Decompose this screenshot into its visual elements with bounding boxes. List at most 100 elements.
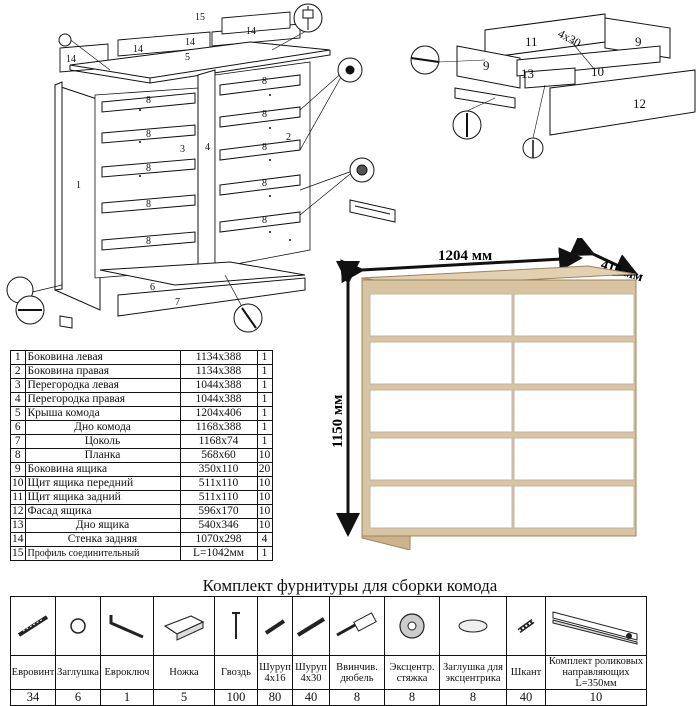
label-8: 8 xyxy=(146,95,151,106)
parts-cell-qty: 10 xyxy=(256,476,273,491)
kit-item-qty: 1 xyxy=(100,689,154,706)
parts-cell-name: Перегородка левая xyxy=(24,378,181,393)
nail-icon xyxy=(214,596,258,656)
kit-item-label: Ввинчив. дюбель xyxy=(329,655,385,690)
parts-cell-n: 13 xyxy=(10,518,26,533)
kit-item-qty: 34 xyxy=(10,689,56,706)
parts-cell-name: Стенка задняя xyxy=(24,532,181,547)
dowel-icon xyxy=(506,596,546,656)
parts-cell-qty: 10 xyxy=(256,490,273,505)
foot-icon xyxy=(153,596,215,656)
parts-cell-n: 15 xyxy=(10,546,26,561)
kit-item-label: Шуруп 4x16 xyxy=(257,655,293,690)
parts-cell-name: Боковина ящика xyxy=(24,462,181,477)
parts-cell-dim: 540x346 xyxy=(179,518,258,533)
parts-cell-qty: 10 xyxy=(256,504,273,519)
kit-item-label: Заглушка для эксцентрика xyxy=(439,655,507,690)
parts-cell-name: Дно ящика xyxy=(24,518,181,533)
label-14c: 14 xyxy=(185,37,195,48)
dowel-screw-icon xyxy=(329,596,385,656)
parts-cell-dim: 511x110 xyxy=(179,490,258,505)
parts-cell-qty: 1 xyxy=(256,364,273,379)
screw-icon xyxy=(10,596,56,656)
height-dimension: 1150 мм xyxy=(330,395,346,448)
partition-right xyxy=(197,69,216,273)
kit-item-label: Эксцентр. стяжка xyxy=(384,655,440,690)
parts-cell-name: Планка xyxy=(24,448,181,463)
parts-cell-qty: 10 xyxy=(256,448,273,463)
cam-lock-icon xyxy=(384,596,440,656)
parts-cell-n: 2 xyxy=(10,364,26,379)
label-8: 8 xyxy=(262,76,267,87)
label-1: 1 xyxy=(76,180,81,191)
parts-cell-qty: 1 xyxy=(256,350,273,365)
parts-cell-name: Крыша комода xyxy=(24,406,181,421)
label-2: 2 xyxy=(286,132,291,143)
kit-item-qty: 100 xyxy=(214,689,258,706)
kit-item-qty: 6 xyxy=(55,689,101,706)
parts-cell-n: 7 xyxy=(10,434,26,449)
parts-cell-dim: 1204x406 xyxy=(179,406,258,421)
parts-cell-name: Боковина левая xyxy=(24,350,181,365)
cam-cap-icon xyxy=(439,596,507,656)
label-8: 8 xyxy=(146,163,151,174)
hardware-callouts xyxy=(6,3,375,333)
label-14d: 14 xyxy=(246,26,256,37)
parts-cell-dim: 1134x388 xyxy=(179,364,258,379)
label-14a: 14 xyxy=(66,54,76,65)
rails xyxy=(101,74,301,251)
drawer-label-13: 13 xyxy=(521,66,534,81)
parts-cell-name: Цоколь xyxy=(24,434,181,449)
parts-cell-name: Щит ящика передний xyxy=(24,476,181,491)
screw-small-icon xyxy=(257,596,293,656)
label-4: 4 xyxy=(205,142,210,153)
dresser-dimension-drawing: 1204 мм 410 мм 1150 мм xyxy=(330,238,645,550)
parts-cell-dim: 350x110 xyxy=(179,462,258,477)
label-5: 5 xyxy=(185,52,190,63)
parts-cell-dim: 568x60 xyxy=(179,448,258,463)
kit-item-label: Ножка xyxy=(153,655,215,690)
plinth xyxy=(117,277,306,317)
label-8: 8 xyxy=(262,178,267,189)
parts-cell-n: 8 xyxy=(10,448,26,463)
slide-profile xyxy=(59,199,396,329)
kit-item-qty: 10 xyxy=(545,689,647,706)
parts-cell-qty: 10 xyxy=(256,518,273,533)
parts-cell-n: 5 xyxy=(10,406,26,421)
drawer-label-10: 10 xyxy=(591,64,604,79)
kit-item-qty: 40 xyxy=(292,689,330,706)
width-dimension: 1204 мм xyxy=(438,248,492,264)
kit-item-qty: 8 xyxy=(384,689,440,706)
kit-item-label: Евроключ xyxy=(100,655,154,690)
parts-cell-n: 10 xyxy=(10,476,26,491)
label-8: 8 xyxy=(262,109,267,120)
parts-cell-n: 6 xyxy=(10,420,26,435)
kit-item-qty: 8 xyxy=(329,689,385,706)
parts-cell-name: Дно комода xyxy=(24,420,181,435)
label-7: 7 xyxy=(175,297,180,308)
kit-item-qty: 80 xyxy=(257,689,293,706)
label-8: 8 xyxy=(146,129,151,140)
parts-cell-n: 4 xyxy=(10,392,26,407)
kit-item-qty: 40 xyxy=(506,689,546,706)
parts-cell-dim: 1070x298 xyxy=(179,532,258,547)
kit-item-qty: 8 xyxy=(439,689,507,706)
parts-cell-n: 9 xyxy=(10,462,26,477)
drawer-label-12: 12 xyxy=(633,96,646,111)
carcass-exploded-diagram: 15 14 14 14 14 5 1 3 4 2 6 7 8 8 8 8 8 8… xyxy=(6,3,396,333)
hex-key-icon xyxy=(100,596,154,656)
kit-item-label: Комплект роликовых направляющих L=350мм xyxy=(545,655,647,690)
parts-cell-n: 11 xyxy=(10,490,26,505)
